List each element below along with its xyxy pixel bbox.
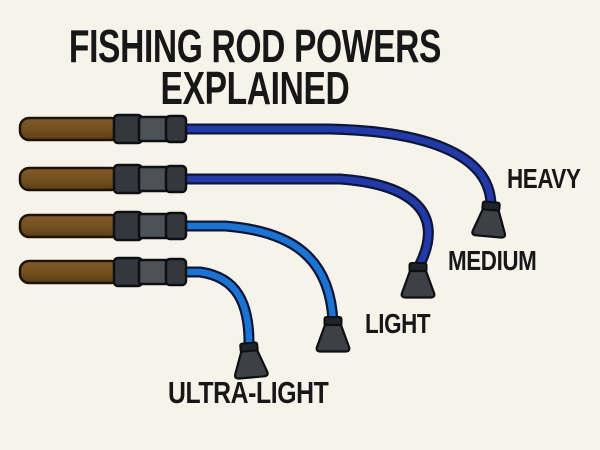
rods-layer [18, 113, 507, 380]
rod-heavy [18, 113, 507, 239]
rod-handle [18, 210, 188, 242]
rod-medium [18, 163, 436, 299]
rod-handle [18, 163, 188, 195]
rod-tip-weight [315, 316, 351, 353]
rod-tip-weight [400, 262, 436, 299]
page-title: FISHING ROD POWERS EXPLAINED [68, 20, 442, 114]
rod-tip-weight [233, 341, 269, 380]
rod-ultra-light [18, 256, 269, 380]
rod-handle [18, 113, 188, 145]
rod-tip-weight [471, 200, 507, 239]
label-ultra-light: ULTRA-LIGHT [168, 375, 329, 410]
rod-light [18, 210, 351, 353]
title-line-2: EXPLAINED [160, 62, 350, 114]
title-line-1: FISHING ROD POWERS [68, 20, 442, 72]
label-medium: MEDIUM [448, 245, 537, 276]
rod-handle [18, 256, 188, 288]
label-light: LIGHT [365, 308, 431, 339]
label-heavy: HEAVY [507, 163, 581, 194]
